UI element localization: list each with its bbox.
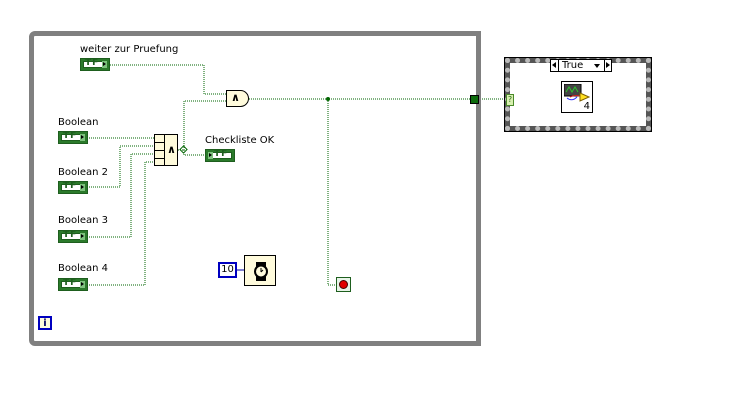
control-weiter[interactable]: TF — [80, 58, 110, 71]
control-boolean-4[interactable]: TF — [58, 278, 88, 291]
wait-ms-node[interactable] — [244, 255, 276, 286]
control-boolean-2[interactable]: TF — [58, 181, 88, 194]
label-checkliste-ok: Checkliste OK — [205, 135, 275, 146]
subvi-node[interactable]: 4 — [561, 81, 593, 113]
iteration-terminal: i — [38, 316, 52, 330]
wire-boolean3 — [89, 153, 154, 238]
label-boolean-3: Boolean 3 — [58, 215, 109, 226]
loop-stop-terminal[interactable] — [336, 277, 351, 292]
junction-and — [179, 145, 188, 154]
case-selector[interactable]: True — [550, 59, 612, 72]
label-boolean-2: Boolean 2 — [58, 167, 109, 178]
loop-output-tunnel[interactable] — [470, 95, 479, 104]
indicator-checkliste-ok[interactable]: TF — [205, 149, 235, 162]
label-weiter: weiter zur Pruefung — [80, 44, 179, 55]
control-boolean[interactable]: TF — [58, 131, 88, 144]
while-loop-frame[interactable] — [29, 31, 481, 346]
compound-and-node[interactable]: ∧ — [154, 134, 178, 166]
stop-icon — [339, 280, 348, 289]
daq-assistant-icon — [564, 84, 590, 102]
label-boolean: Boolean — [58, 117, 99, 128]
selector-tunnel[interactable]: ? — [506, 94, 514, 106]
chevron-down-icon[interactable] — [594, 64, 600, 68]
wristwatch-icon — [254, 262, 268, 281]
wait-constant[interactable]: 10 — [218, 262, 237, 278]
wire-to-indicator — [183, 150, 205, 156]
control-boolean-3[interactable]: TF — [58, 230, 88, 243]
wire-to-stop — [327, 99, 336, 286]
junction-stop — [326, 97, 330, 101]
wire-boolean4 — [89, 161, 154, 286]
increment-arrow-icon[interactable] — [606, 62, 610, 68]
wire-boolean2 — [89, 145, 154, 188]
decrement-arrow-icon[interactable] — [552, 62, 556, 68]
case-structure[interactable]: True ? 4 — [504, 57, 652, 132]
wire-weiter — [110, 64, 226, 95]
and-gate[interactable]: ∧ — [226, 90, 249, 107]
label-boolean-4: Boolean 4 — [58, 263, 109, 274]
